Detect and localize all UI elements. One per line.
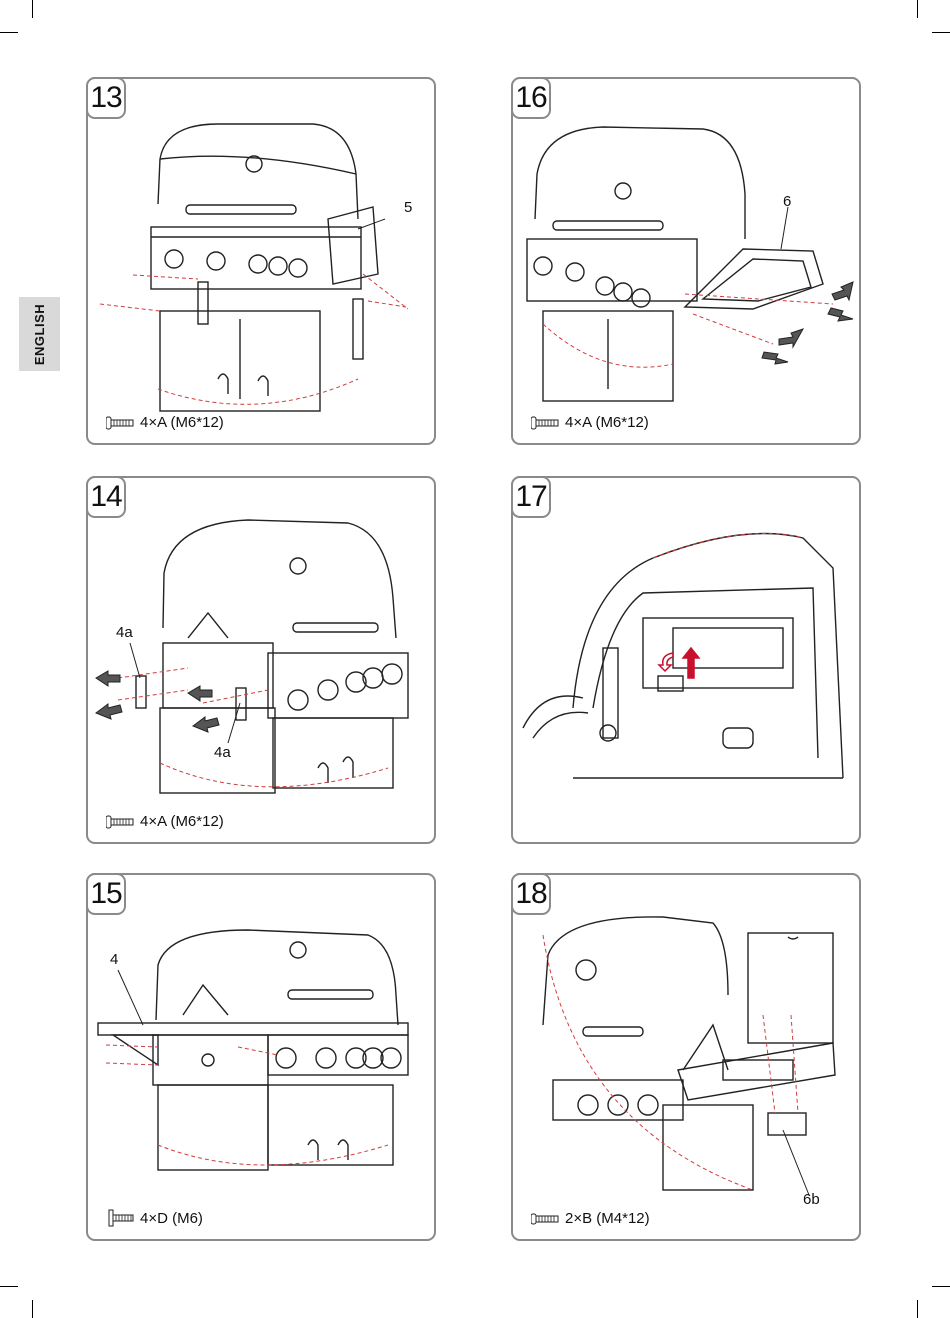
red-arrow-icon [683,648,699,678]
panel-step-15: 15 4 4×D (M6) [86,873,436,1241]
part-callout: 4a [116,624,133,641]
crop-mark [0,32,18,33]
panel-step-17: 17 [511,476,861,844]
grill-illustration [88,478,433,841]
screw-icon [106,416,134,430]
part-callout: 5 [404,199,412,216]
push-arrow-icon [828,308,853,321]
push-arrow-icon [762,352,788,364]
grill-illustration [88,875,433,1238]
screw-icon [106,1209,134,1227]
part-callout: 4a [214,744,231,761]
hardware-text: 4×A (M6*12) [140,813,224,830]
push-arrow-icon [96,671,120,686]
push-arrow-icon [832,282,853,300]
hardware-text: 4×A (M6*12) [565,414,649,431]
push-arrow-icon [96,704,122,719]
language-tab: ENGLISH [19,297,60,371]
hardware-label: 2×B (M4*12) [531,1210,650,1227]
step-number: 14 [86,476,126,518]
panel-step-16: 16 6 4×A (M6*12) [511,77,861,445]
screw-icon [531,1213,559,1225]
screw-icon [106,815,134,829]
hardware-text: 4×D (M6) [140,1210,203,1227]
crop-mark [32,0,33,18]
panel-step-13: 13 5 4×A (M6*12) [86,77,436,445]
crop-mark [0,1286,18,1287]
part-callout: 4 [110,951,118,968]
hardware-label: 4×A (M6*12) [531,414,649,431]
crop-mark [32,1300,33,1318]
crop-mark [917,0,918,18]
grill-illustration [513,478,858,841]
step-number: 15 [86,873,126,915]
step-number: 18 [511,873,551,915]
hardware-label: 4×A (M6*12) [106,813,224,830]
grill-illustration [513,875,858,1238]
push-arrow-icon [779,329,803,347]
panel-step-14: 14 4a 4a 4×A (M6*12) [86,476,436,844]
crop-mark [932,1286,950,1287]
hardware-text: 2×B (M4*12) [565,1210,650,1227]
hardware-label: 4×A (M6*12) [106,414,224,431]
hardware-label: 4×D (M6) [106,1209,203,1227]
push-arrow-icon [193,717,219,732]
part-callout: 6 [783,193,791,210]
screw-icon [531,416,559,430]
panel-step-18: 18 6b 2×B (M4*12) [511,873,861,1241]
crop-mark [917,1300,918,1318]
push-arrow-icon [188,686,212,701]
step-number: 13 [86,77,126,119]
crop-mark [932,32,950,33]
grill-illustration [88,79,433,442]
language-label: ENGLISH [32,303,47,364]
part-callout: 6b [803,1191,820,1208]
step-number: 16 [511,77,551,119]
step-number: 17 [511,476,551,518]
grill-illustration [513,79,858,442]
hardware-text: 4×A (M6*12) [140,414,224,431]
red-arrow-icon [659,653,673,671]
